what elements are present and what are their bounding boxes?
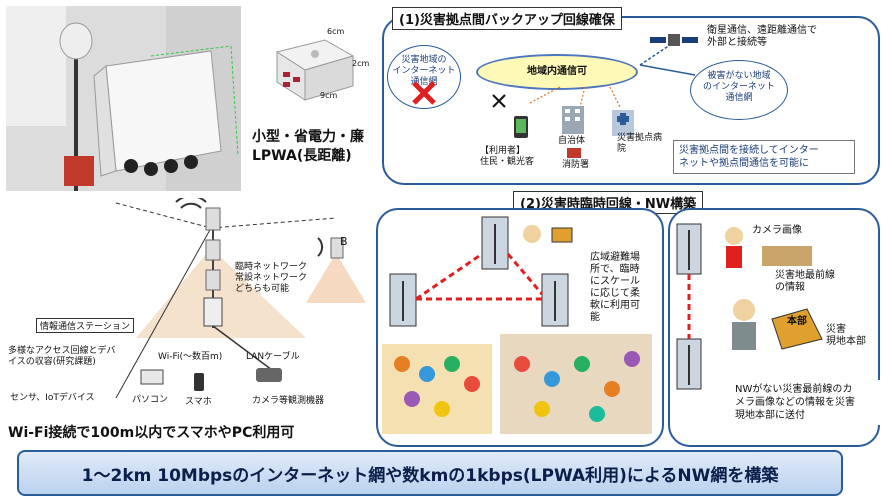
smartphone-label: スマホ (185, 397, 212, 407)
hospital-building-icon (612, 110, 634, 136)
section1-note: 災害拠点間を接続してインター ネットや拠点間通信を可能に (673, 140, 855, 174)
area-comm-label: 地域内通信可 (527, 66, 587, 77)
section1-title: (1)災害拠点間バックアップ回線確保 (392, 7, 622, 30)
summary-banner: 1～2km 10Mbpsのインターネット網や数kmの1kbps(LPWA利用)に… (17, 450, 843, 496)
safe-network-label: 被害がない地域 のインターネット 通信網 (702, 71, 775, 103)
device-caption-line1: 小型・省電力・廉 (252, 129, 364, 145)
hq-label: 災害 現地本部 (826, 324, 866, 347)
satellite-icon (650, 34, 698, 46)
disaster-cross-icon (412, 81, 436, 105)
phone-icon (514, 116, 528, 138)
dim-9cm-label: 9cm (320, 91, 338, 100)
satellite-text: 衛星通信、遠距離通信で 外部と接続等 (707, 25, 817, 48)
area-comm-ellipse: 地域内通信可 (476, 54, 638, 90)
device-photo-large (6, 6, 241, 191)
safe-network-cloud: 被害がない地域 のインターネット 通信網 (690, 60, 788, 120)
disconnected-cross-icon (492, 94, 506, 108)
camera-label: カメラ等観測機器 (252, 396, 325, 406)
camera-image-label: カメラ画像 (752, 225, 802, 236)
info-station-tag: 情報通信ステーション (36, 318, 134, 333)
fire-station-label: 消防署 (562, 160, 590, 170)
point-b-label: B (340, 235, 348, 248)
wifi-summary: Wi-Fi接続で100m以内でスマホやPC利用可 (8, 425, 295, 441)
lpwa-device-art (275, 39, 355, 101)
disaster-network-cloud: 災害地域の インターネット 通信網 (387, 45, 461, 109)
municipality-label: 自治体 (558, 136, 586, 146)
frontline-diagram (676, 223, 823, 390)
access-lines-label: 多様なアクセス回線とデバ イスの収容(研究課題) (8, 346, 116, 367)
pc-label: パソコン (132, 395, 169, 405)
device-caption: 小型・省電力・廉 LPWA(長距離) (252, 128, 364, 166)
lpwa-device-photo (265, 22, 365, 112)
summary-banner-text: 1～2km 10Mbpsのインターネット網や数kmの1kbps(LPWA利用)に… (81, 465, 779, 486)
network-diagram (115, 198, 366, 399)
fire-station-icon (567, 148, 581, 158)
hq-sign-label: 本部 (787, 316, 807, 327)
evacuation-note: 広域避難場 所で、臨時 にスケール に応じて柔 軟に利用可 能 (590, 252, 640, 324)
front-info-label: 災害地最前線 の情報 (775, 270, 835, 293)
municipality-building-icon (562, 106, 584, 134)
evacuation-diagram (382, 216, 652, 434)
wifi-range-label: Wi-Fi(～数百m) (158, 352, 223, 362)
sensor-label: センサ、IoTデバイス (10, 393, 95, 403)
device-caption-line2: LPWA(長距離) (252, 148, 352, 164)
section1-link-arrows (529, 44, 696, 108)
lan-cable-label: LANケーブル (246, 352, 300, 362)
temp-network-label: 臨時ネットワーク 常設ネットワーク どちらも可能 (235, 262, 308, 294)
info-station-label: 情報通信ステーション (40, 322, 130, 332)
dim-6cm-label: 6cm (327, 27, 345, 36)
disaster-network-label: 災害地域の インターネット 通信網 (392, 55, 456, 87)
dim-2cm-label: 2cm (352, 59, 370, 68)
hospital-label: 災害拠点病 院 (617, 133, 663, 154)
device-photo-art (6, 6, 241, 191)
section2-bottom-note: NWがない災害最前線のカ メラ画像などの情報を災害 現地本部に送付 (730, 380, 880, 425)
users-label: 【利用者】 住民・観光客 (480, 146, 535, 167)
